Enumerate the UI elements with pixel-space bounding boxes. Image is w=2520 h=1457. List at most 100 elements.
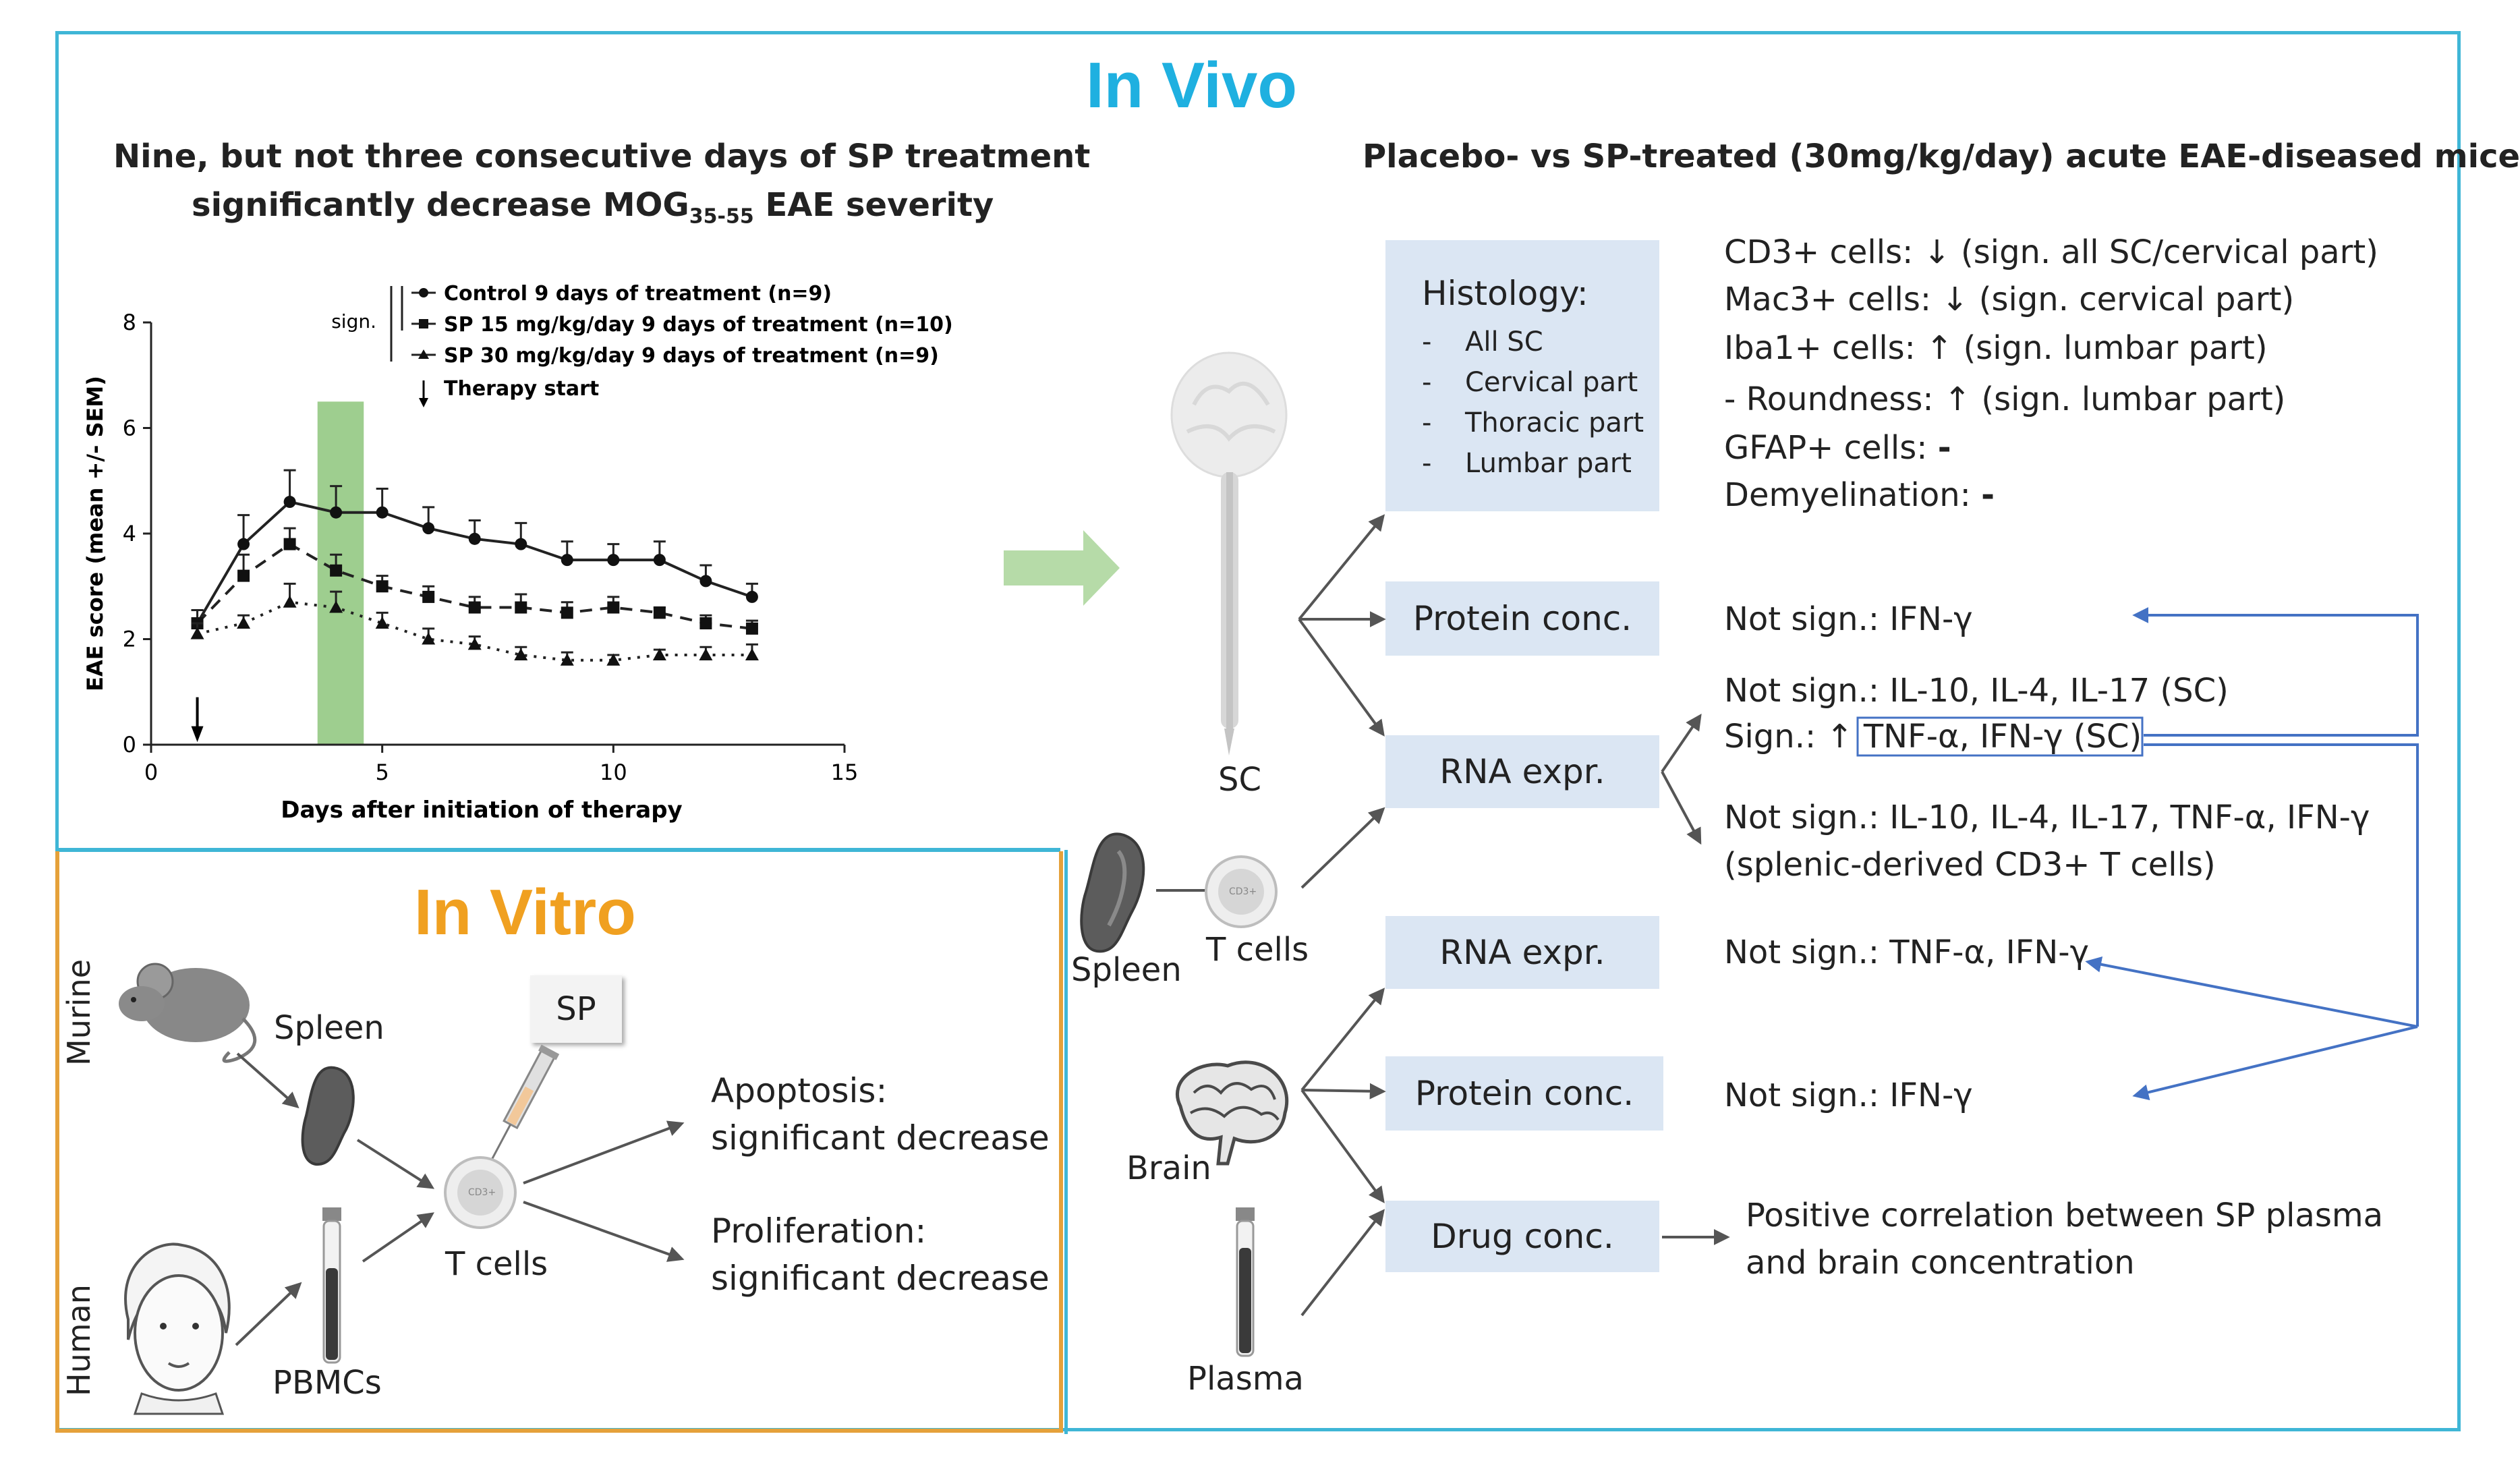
tcell-cd-label-in-vitro: CD3+ (468, 1187, 496, 1198)
y-tick-label: 8 (123, 310, 136, 335)
legend-marker (419, 319, 428, 328)
tcell-icon-right (1205, 855, 1278, 928)
histology-result-iba1: Iba1+ cells: ↑ (sign. lumbar part) (1724, 329, 2268, 367)
data-point (515, 538, 527, 550)
data-point (561, 606, 573, 619)
histology-result-demyelination: Demyelination: - (1724, 476, 1995, 514)
iba1-label: Iba1+ cells: (1724, 329, 1926, 367)
y-tick-label: 6 (123, 416, 136, 441)
x-tick-label: 10 (600, 760, 627, 785)
sp-box: SP (530, 975, 622, 1043)
up-arrow-icon: ↑ (1943, 380, 1972, 418)
data-point (467, 637, 482, 650)
histology-item-thoracic: Thoracic part (1465, 407, 1644, 438)
roundness-rest: (sign. lumbar part) (1971, 380, 2286, 418)
data-point (653, 606, 666, 619)
data-point (606, 653, 621, 666)
chart-title-line2: significantly decrease MOG35-55 EAE seve… (192, 186, 994, 229)
data-point (330, 564, 343, 577)
in-vivo-title: In Vivo (1086, 49, 1297, 121)
legend-therapy-label: Therapy start (444, 377, 599, 401)
legend-label: Control 9 days of treatment (n=9) (444, 282, 832, 306)
sign-label: sign. (331, 310, 376, 333)
data-point (607, 601, 620, 614)
drug-conc-box: Drug conc. (1385, 1201, 1659, 1272)
tcell-icon-in-vitro (444, 1156, 517, 1229)
pbmc-tube-icon (322, 1207, 341, 1364)
protein-conc-brain-box: Protein conc. (1385, 1056, 1663, 1131)
histology-item-cervical: Cervical part (1465, 367, 1638, 398)
in-vitro-frame-cyan-right (1064, 850, 1068, 1434)
apoptosis-line1: Apoptosis: (711, 1071, 888, 1110)
data-point (237, 617, 251, 629)
legend-label: SP 30 mg/kg/day 9 days of treatment (n=9… (444, 344, 939, 368)
demyelination-rest: - (1981, 476, 1995, 514)
histology-item-all-sc: All SC (1465, 326, 1543, 358)
chart-title-line2-prefix: significantly decrease MOG (192, 186, 689, 224)
mouse-icon (119, 963, 257, 1063)
demyelination-label: Demyelination: (1724, 476, 1982, 514)
up-arrow-icon: ↑ (1926, 329, 1953, 367)
big-green-arrow (1004, 530, 1120, 606)
legend-marker (418, 349, 429, 359)
rna-expr-sc-box: RNA expr. (1385, 735, 1659, 808)
gfap-label: GFAP+ cells: (1724, 429, 1938, 467)
histology-result-mac3: Mac3+ cells: ↓ (sign. cervical part) (1724, 281, 2294, 318)
brain-label: Brain (1126, 1149, 1211, 1187)
data-point (237, 569, 250, 582)
cd3-label: CD3+ cells: (1724, 233, 1924, 271)
chart-title-line1: Nine, but not three consecutive days of … (113, 138, 1091, 175)
plasma-tube-icon (1236, 1207, 1255, 1357)
data-point (376, 580, 389, 593)
data-point (468, 601, 481, 614)
histology-box (1385, 240, 1659, 511)
tcell-cd-label-right: CD3+ (1229, 886, 1257, 897)
legend-therapy-arrowhead (419, 398, 428, 407)
in-vitro-spleen-label: Spleen (274, 1009, 384, 1047)
data-point (607, 554, 620, 567)
data-point (422, 632, 436, 645)
iba1-rest: (sign. lumbar part) (1953, 329, 2268, 367)
data-point (652, 648, 666, 660)
data-point (190, 627, 204, 639)
down-arrow-icon: ↓ (1941, 281, 1969, 318)
sc-label: SC (1218, 761, 1261, 799)
histology-bullet-4: - (1422, 448, 1432, 479)
histology-result-roundness: - Roundness: ↑ (sign. lumbar part) (1724, 380, 2285, 418)
rna-expr-brain-box: RNA expr. (1385, 916, 1659, 989)
right-panel-title: Placebo- vs SP-treated (30mg/kg/day) acu… (1363, 138, 2520, 175)
legend-marker (419, 288, 428, 297)
sp-label: SP (556, 990, 596, 1028)
data-point (422, 590, 435, 603)
proliferation-line1: Proliferation: (711, 1211, 927, 1251)
syringe-icon (490, 1044, 560, 1161)
in-vitro-frame (55, 851, 1063, 1433)
data-point (283, 595, 297, 608)
mac3-label: Mac3+ cells: (1724, 281, 1942, 318)
data-point (561, 554, 573, 567)
x-tick-label: 5 (375, 760, 389, 785)
y-tick-label: 4 (123, 521, 136, 546)
spinal-cord-icon (1170, 351, 1288, 755)
chart-title-line2-suffix: EAE severity (753, 186, 994, 224)
data-point (745, 648, 759, 660)
data-point (283, 538, 296, 550)
histology-result-gfap: GFAP+ cells: - (1724, 429, 1951, 467)
histology-bullet-1: - (1422, 326, 1432, 358)
histology-item-lumbar: Lumbar part (1465, 448, 1632, 479)
rna-sc-sign-prefix: Sign.: ↑ (1724, 718, 1864, 755)
plasma-label: Plasma (1187, 1360, 1304, 1398)
data-point (560, 653, 574, 666)
data-point (699, 575, 712, 588)
data-point (699, 617, 712, 630)
roundness-label: - Roundness: (1724, 380, 1944, 418)
protein-sc-result: Not sign.: IFN-γ (1724, 600, 1973, 638)
histology-bullet-2: - (1422, 367, 1432, 398)
data-point (422, 522, 435, 535)
histology-result-cd3: CD3+ cells: ↓ (sign. all SC/cervical par… (1724, 233, 2378, 271)
y-tick-label: 0 (123, 732, 136, 758)
data-point (745, 622, 758, 635)
data-point (468, 532, 481, 545)
